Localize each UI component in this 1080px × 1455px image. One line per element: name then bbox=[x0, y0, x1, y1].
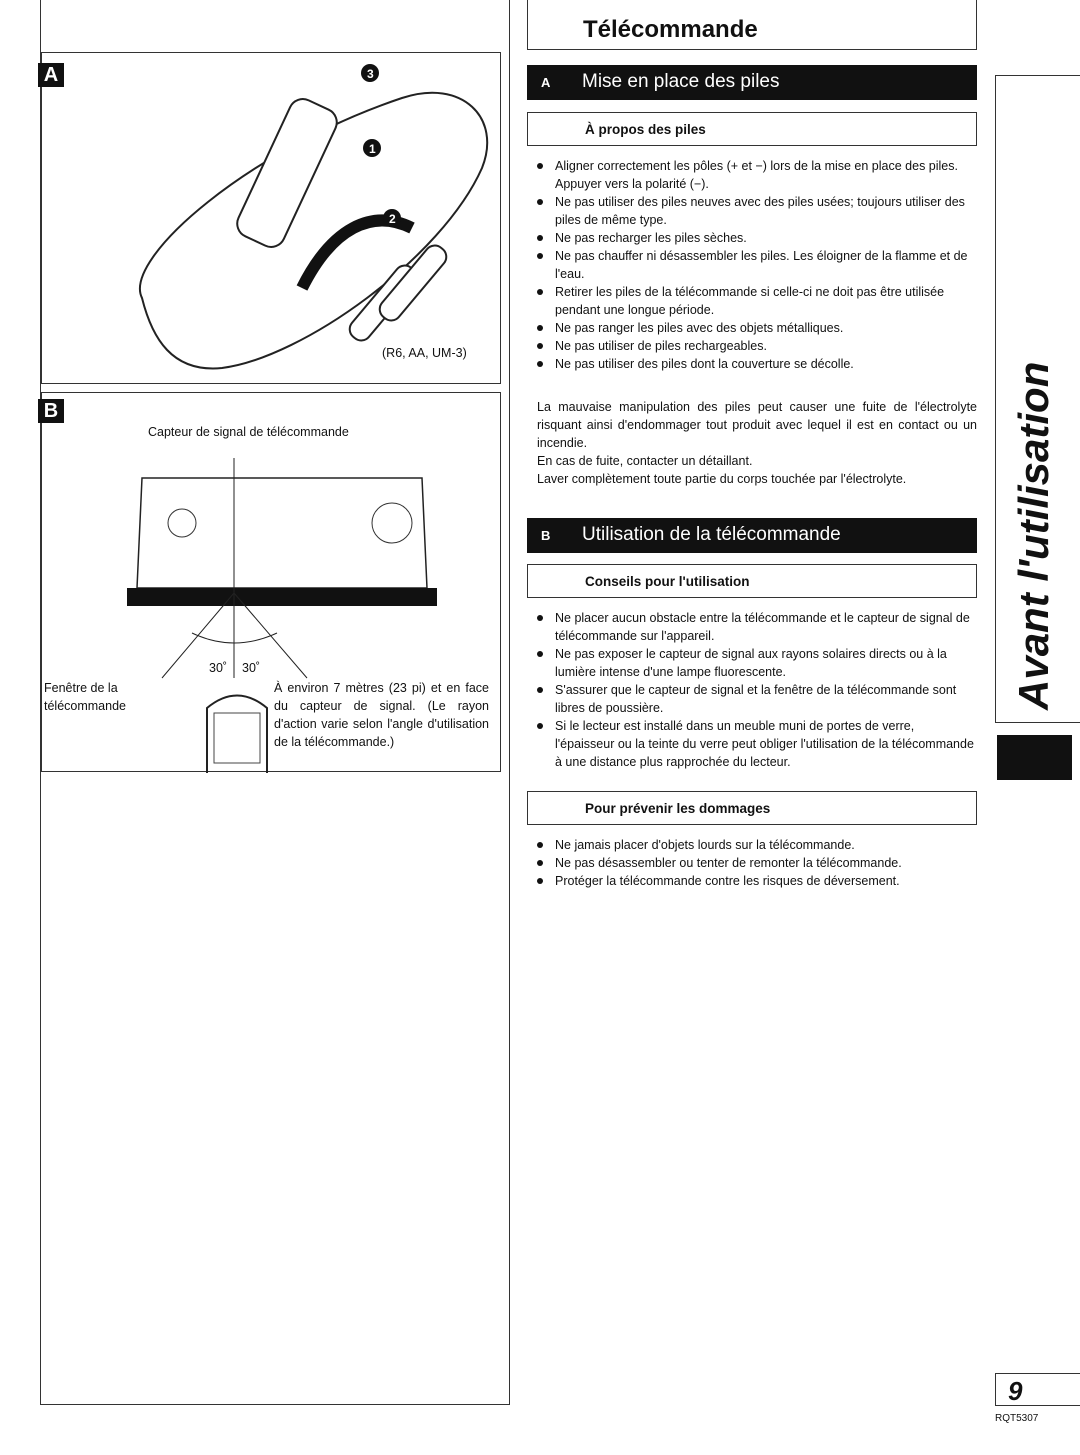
battery-type-label: (R6, AA, UM-3) bbox=[382, 346, 467, 360]
receiver-sensor-illustration bbox=[127, 458, 437, 679]
left-column: A 3 1 2 (R6, AA, UM-3) B Capteur de sign… bbox=[38, 0, 510, 1405]
section-b-letter: B bbox=[541, 528, 551, 543]
usage-bullets: Ne placer aucun obstacle entre la téléco… bbox=[537, 609, 977, 771]
page-number-box: 9 bbox=[995, 1373, 1080, 1406]
page-title: Télécommande bbox=[583, 16, 758, 43]
section-b-title: Utilisation de la télécommande bbox=[582, 524, 841, 545]
subheading-text: Conseils pour l'utilisation bbox=[585, 574, 750, 589]
battery-insertion-illustration: 3 1 2 bbox=[139, 64, 489, 370]
document-code: RQT5307 bbox=[995, 1413, 1039, 1424]
side-tab-marker bbox=[997, 735, 1072, 780]
list-item: S'assurer que le capteur de signal et la… bbox=[537, 681, 977, 717]
section-a-header: A Mise en place des piles bbox=[527, 65, 977, 100]
subheading-damage: Pour prévenir les dommages bbox=[527, 791, 977, 825]
subheading-batteries: À propos des piles bbox=[527, 112, 977, 146]
step-2-label: 2 bbox=[389, 212, 396, 226]
list-item: Ne jamais placer d'objets lourds sur la … bbox=[537, 836, 977, 854]
section-b-header: B Utilisation de la télécommande bbox=[527, 518, 977, 553]
list-item: Ne pas exposer le capteur de signal aux … bbox=[537, 645, 977, 681]
list-item: Ne pas utiliser de piles rechargeables. bbox=[537, 337, 977, 355]
page-number: 9 bbox=[1008, 1376, 1023, 1406]
step-1-label: 1 bbox=[369, 142, 376, 156]
side-tab-label: Avant l'utilisation bbox=[1010, 361, 1057, 710]
leak-contact: En cas de fuite, contacter un détaillant… bbox=[537, 454, 753, 468]
list-item: Protéger la télécommande contre les risq… bbox=[537, 872, 977, 890]
angle-right: 30˚ bbox=[242, 661, 261, 675]
list-item: Ne placer aucun obstacle entre la téléco… bbox=[537, 609, 977, 645]
battery-bullets: Aligner correctement les pôles (+ et −) … bbox=[537, 157, 977, 373]
panel-b: B Capteur de signal de télécommande 30˚ … bbox=[38, 392, 501, 773]
panel-a-badge: A bbox=[38, 63, 64, 87]
subheading-text: À propos des piles bbox=[585, 122, 706, 137]
remote-control-illustration bbox=[206, 694, 268, 773]
list-item: Ne pas utiliser des piles dont la couver… bbox=[537, 355, 977, 373]
list-item: Ne pas chauffer ni désassembler les pile… bbox=[537, 247, 977, 283]
section-a-letter: A bbox=[541, 75, 551, 90]
step-3-label: 3 bbox=[367, 67, 374, 81]
subheading-usage: Conseils pour l'utilisation bbox=[527, 564, 977, 598]
section-a-title: Mise en place des piles bbox=[582, 71, 780, 92]
damage-bullets: Ne jamais placer d'objets lourds sur la … bbox=[537, 836, 977, 890]
panel-b-badge: B bbox=[38, 399, 64, 423]
angle-left: 30˚ bbox=[209, 661, 228, 675]
side-tab bbox=[995, 75, 1080, 723]
remote-window-label: Fenêtre de la télécommande bbox=[44, 681, 126, 713]
list-item: Ne pas ranger les piles avec des objets … bbox=[537, 319, 977, 337]
title-box: Télécommande bbox=[527, 0, 977, 50]
list-item: Si le lecteur est installé dans un meubl… bbox=[537, 717, 977, 771]
subheading-text: Pour prévenir les dommages bbox=[585, 801, 771, 816]
list-item: Retirer les piles de la télécommande si … bbox=[537, 283, 977, 319]
sensor-label: Capteur de signal de télécommande bbox=[148, 425, 349, 439]
leak-wash: Laver complètement toute partie du corps… bbox=[537, 472, 907, 486]
list-item: Ne pas désassembler ou tenter de remonte… bbox=[537, 854, 977, 872]
panel-a: A 3 1 2 (R6, AA, UM-3) bbox=[38, 52, 501, 384]
leak-warning: La mauvaise manipulation des piles peut … bbox=[537, 400, 977, 450]
list-item: Ne pas utiliser des piles neuves avec de… bbox=[537, 193, 977, 229]
list-item: Ne pas recharger les piles sèches. bbox=[537, 229, 977, 247]
list-item: Aligner correctement les pôles (+ et −) … bbox=[537, 157, 977, 193]
range-text: À environ 7 mètres (23 pi) et en face du… bbox=[274, 681, 489, 749]
